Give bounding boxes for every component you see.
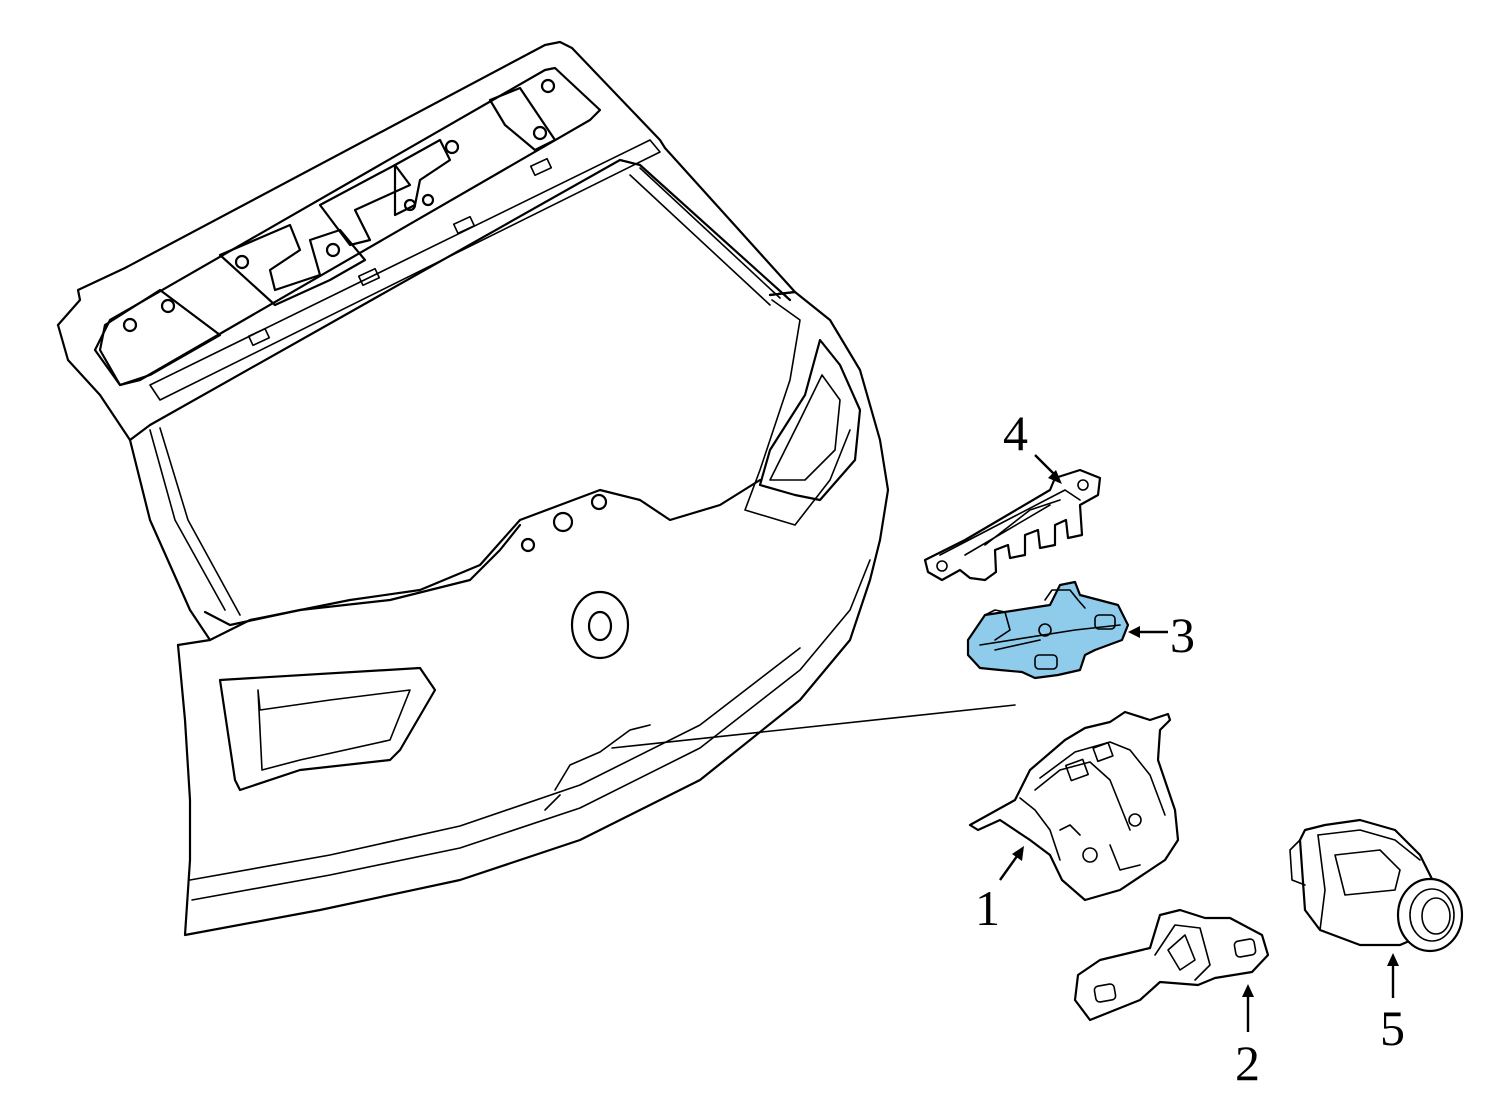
- callout-2: 2: [1235, 984, 1260, 1091]
- callout-label-3: 3: [1170, 607, 1195, 663]
- rear-camera-part: [1289, 818, 1464, 953]
- striker-bracket-part: [1073, 908, 1270, 1022]
- callout-3: 3: [1128, 607, 1195, 663]
- handle-bracket-part: [923, 468, 1102, 582]
- release-switch-part: [966, 580, 1130, 680]
- callout-5: 5: [1380, 953, 1405, 1056]
- liftgate-latch-part: [968, 710, 1180, 902]
- callout-label-5: 5: [1380, 1000, 1405, 1056]
- callout-1: 1: [975, 846, 1024, 936]
- callout-label-4: 4: [1003, 405, 1028, 461]
- callout-label-1: 1: [975, 880, 1000, 936]
- liftgate-panel: [56, 40, 1016, 937]
- callout-4: 4: [1003, 405, 1062, 484]
- callout-label-2: 2: [1235, 1035, 1260, 1091]
